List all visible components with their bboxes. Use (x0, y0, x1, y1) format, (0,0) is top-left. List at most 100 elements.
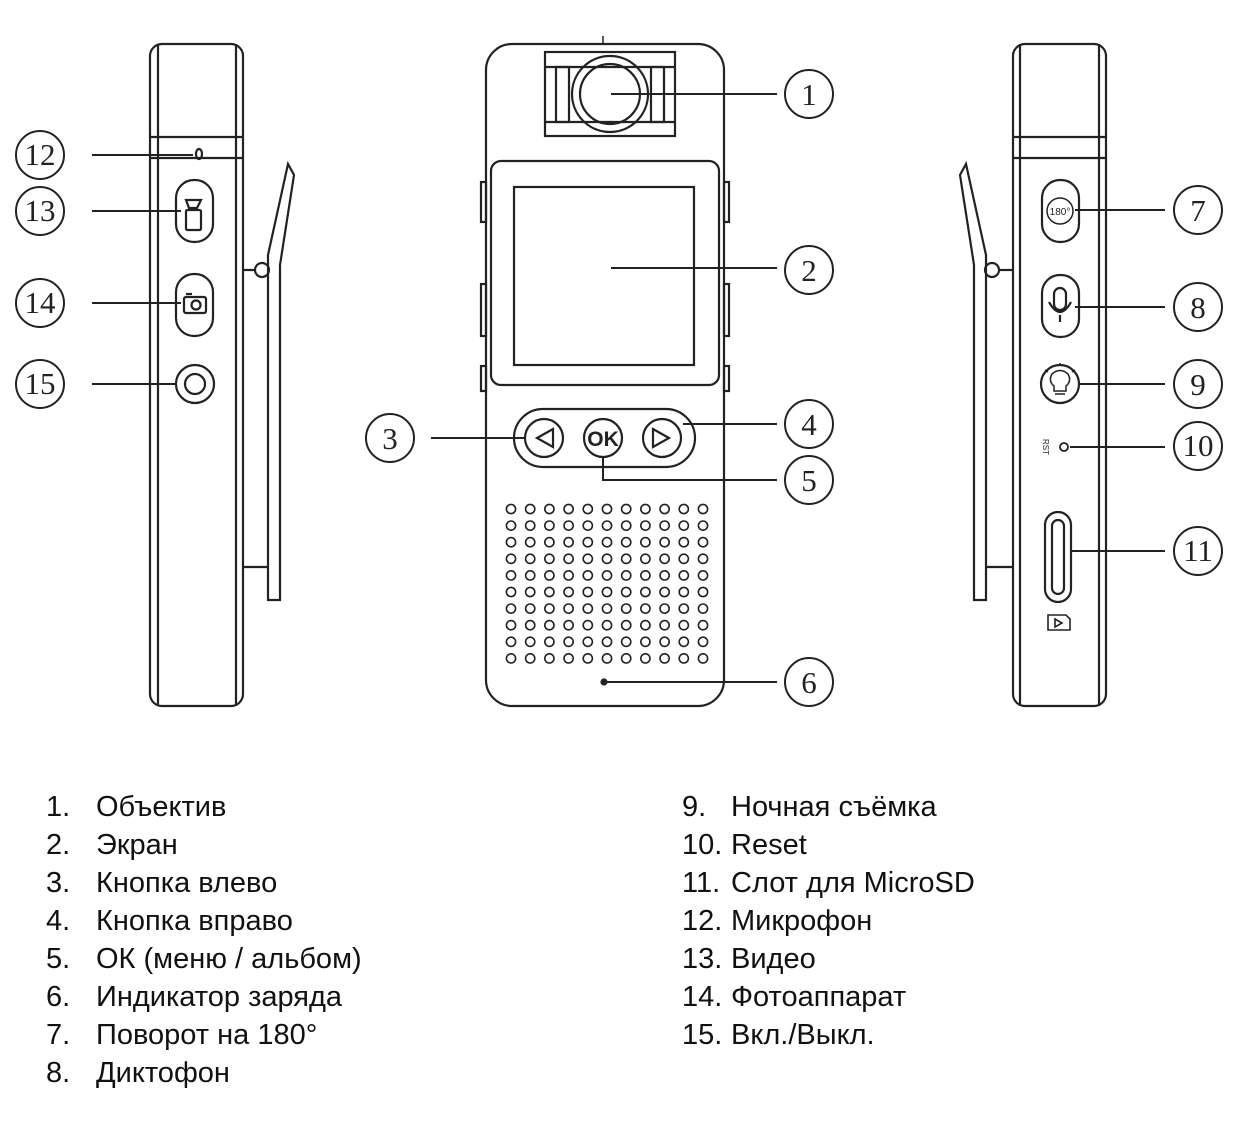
speaker-hole (505, 520, 517, 531)
svg-text:14: 14 (25, 285, 57, 320)
speaker-hole (544, 520, 555, 531)
speaker-hole (601, 503, 613, 515)
legend-item: 6.Индикатор заряда (46, 978, 362, 1016)
speaker-hole (640, 553, 651, 565)
legend-number: 10. (682, 829, 723, 861)
speaker-hole (697, 619, 709, 631)
legend-left: 1.Объектив 2.Экран 3.Кнопка влево 4.Кноп… (46, 788, 362, 1092)
speaker-hole (697, 520, 709, 531)
speaker-hole (601, 553, 613, 565)
callout-5: 5 (784, 455, 834, 505)
legend-label: Фотоаппарат (731, 981, 907, 1013)
camera-icon (182, 292, 208, 315)
legend-label: Reset (731, 829, 807, 861)
speaker-hole (505, 536, 517, 548)
legend-number: 1. (46, 791, 71, 823)
speaker-hole (505, 603, 517, 614)
power-button[interactable] (174, 363, 216, 405)
callout-8: 8 (1173, 282, 1223, 332)
legend-number: 2. (46, 829, 71, 861)
speaker-hole (601, 636, 613, 648)
speaker-hole (524, 536, 536, 548)
reset-hole[interactable] (1059, 442, 1069, 452)
svg-text:11: 11 (1183, 533, 1213, 568)
svg-text:15: 15 (25, 366, 56, 401)
speaker-hole (620, 653, 632, 664)
speaker-hole (582, 503, 594, 515)
speaker-hole (505, 653, 517, 664)
device-diagram: OK 180° (15, 36, 1223, 708)
callout-14: 14 (15, 278, 65, 328)
legend-label: ОК (меню / альбом) (96, 943, 362, 975)
left-arrow-icon (534, 427, 555, 449)
callout-12: 12 (15, 130, 65, 180)
rotate-icon (1046, 197, 1074, 225)
charge-indicator (600, 678, 608, 686)
legend-right: 9.Ночная съёмка 10.Reset 11.Слот для Mic… (682, 788, 975, 1054)
leader-lines (92, 93, 1165, 683)
speaker-hole (582, 520, 594, 531)
svg-text:8: 8 (1190, 290, 1206, 325)
speaker-hole (563, 520, 574, 531)
speaker-hole (544, 503, 555, 515)
svg-text:12: 12 (25, 137, 56, 172)
front-view: OK (479, 36, 731, 708)
speaker-hole (620, 619, 632, 631)
power-icon (183, 372, 207, 396)
speaker-hole (582, 536, 594, 548)
right-clip (958, 160, 988, 602)
right-arrow-icon (651, 427, 672, 449)
speaker-hole (620, 520, 632, 531)
sd-card-icon (1047, 614, 1071, 631)
svg-text:2: 2 (801, 253, 817, 288)
svg-text:9: 9 (1190, 367, 1206, 402)
speaker-hole (659, 503, 670, 515)
callout-15: 15 (15, 359, 65, 409)
speaker-hole (505, 503, 517, 515)
svg-text:5: 5 (801, 463, 817, 498)
speaker-hole (505, 636, 517, 648)
dictaphone-button[interactable] (1040, 273, 1081, 339)
speaker-hole (582, 603, 594, 614)
right-button[interactable] (641, 417, 683, 459)
speaker-hole (697, 570, 709, 581)
legend-label: Диктофон (96, 1057, 230, 1089)
left-clip (266, 160, 296, 602)
speaker-hole (524, 586, 536, 598)
microsd-slot[interactable] (1043, 510, 1073, 604)
legend-number: 14. (682, 981, 723, 1013)
speaker-hole (563, 653, 574, 664)
legend-item: 4.Кнопка вправо (46, 902, 362, 940)
callout-10: 10 (1173, 421, 1223, 471)
speaker-hole (697, 586, 709, 598)
speaker-hole (659, 520, 670, 531)
speaker-hole (563, 586, 574, 598)
speaker-hole (563, 553, 574, 565)
callout-markers: 1 2 3 4 5 6 7 8 9 10 11 12 13 14 15 (15, 69, 1223, 707)
reset-label: RST (1041, 439, 1050, 455)
speaker-hole (640, 586, 651, 598)
speaker-hole (524, 553, 536, 565)
legend-item: 9.Ночная съёмка (682, 788, 975, 826)
microphone-icon (1048, 286, 1072, 322)
svg-text:6: 6 (801, 665, 817, 700)
legend-number: 15. (682, 1019, 723, 1051)
speaker-hole (659, 603, 670, 614)
speaker-hole (640, 503, 651, 515)
photo-button[interactable] (174, 272, 215, 338)
speaker-hole (563, 536, 574, 548)
speaker-hole (563, 503, 574, 515)
speaker-hole (697, 553, 709, 565)
speaker-hole (544, 570, 555, 581)
speaker-hole (601, 536, 613, 548)
speaker-hole (563, 636, 574, 648)
legend-number: 8. (46, 1057, 71, 1089)
legend-label: Вкл./Выкл. (731, 1019, 875, 1051)
legend-label: Микрофон (731, 905, 873, 937)
speaker-hole (544, 536, 555, 548)
callout-9: 9 (1173, 359, 1223, 409)
left-button[interactable] (523, 417, 565, 459)
microphone-hole (194, 147, 204, 161)
speaker-hole (505, 619, 517, 631)
speaker-hole (582, 619, 594, 631)
